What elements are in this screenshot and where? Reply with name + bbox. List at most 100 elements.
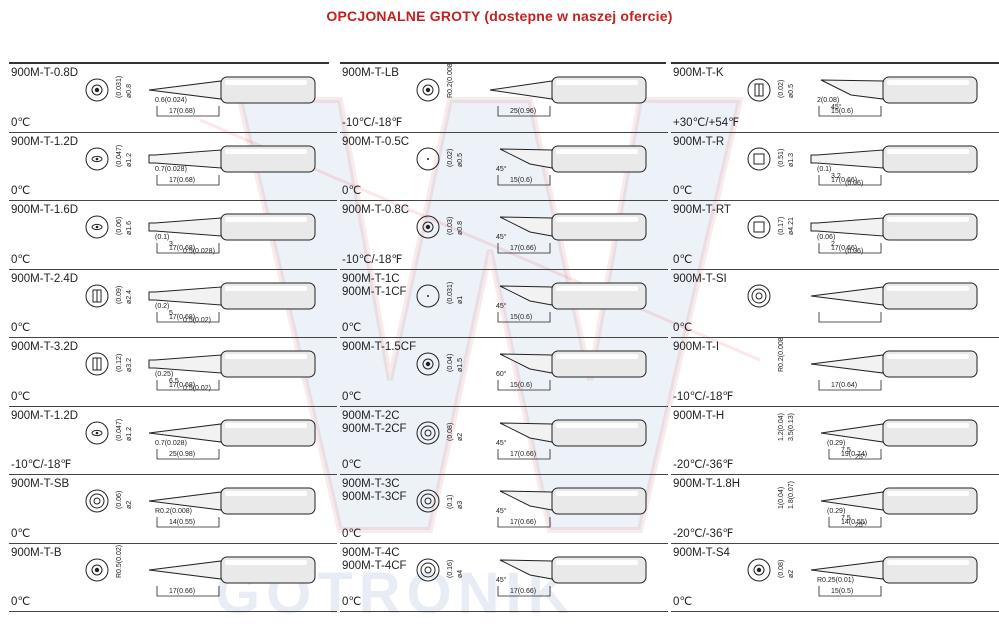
dimension-label: 2 — [831, 241, 835, 248]
dimension-label: ø1.2 — [126, 426, 133, 440]
temperature-offset: 0℃ — [342, 185, 362, 197]
tip-front-view — [85, 489, 109, 513]
dimension-label: R0.2(0.008) — [778, 338, 785, 372]
tip-model-name: 900M-T-3.2D — [11, 341, 79, 353]
dimension-label: ø1 — [457, 295, 464, 303]
tip-model-name: 900M-T-S4 — [673, 546, 730, 559]
tip-drawing: (0.047)ø1.20.7(0.028)17(0.68) — [85, 144, 316, 185]
tip-model-name: 900M-T-2.4D — [11, 272, 79, 285]
dimension-label: 17(0.66) — [510, 245, 536, 252]
dimension-label: 17(0.66) — [510, 451, 536, 458]
dimension-label: R0.2(0.008) — [155, 508, 192, 515]
tip-side-view — [499, 213, 647, 241]
dimension-label: 3 — [169, 241, 173, 248]
dimension-label: 0.7(0.028) — [155, 166, 187, 173]
dimension-label: 15(0.5) — [831, 588, 853, 595]
tip-model-name: 900M-T-1C 900M-T-1CF — [342, 272, 407, 298]
dimension-label: 17(0.64) — [831, 382, 857, 389]
temperature-offset: 0℃ — [11, 185, 31, 197]
dimension-label: ø2.4 — [126, 289, 133, 303]
tip-model-name: 900M-T-LB — [342, 67, 399, 79]
tip-drawing: R0.2(0.008) 17(0.64) — [778, 338, 978, 391]
tip-side-view — [148, 419, 316, 446]
tip-front-view — [416, 78, 440, 102]
dimension-label: (0.25) — [155, 371, 173, 378]
dimension-label: 15(0.6) — [510, 382, 532, 389]
tip-model-name: 900M-T-1.5CF — [342, 341, 417, 353]
dimension-label: (0.08) — [447, 422, 454, 440]
tip-model-name: 900M-T-3C 900M-T-3CF — [342, 478, 407, 503]
dimension-label: 45° — [831, 103, 842, 111]
dimension-label: 3.2 — [831, 173, 841, 180]
dimension-label: 45° — [496, 165, 507, 173]
dimension-label: 17(0.66) — [510, 519, 536, 526]
tip-drawing: (0.12)ø3.2(0.25)6.50.5(0.02)17(0.68) — [85, 350, 316, 392]
tip-front-view — [416, 489, 440, 513]
tip-cell: R0.2(0.008)17(0.64)900M-T-I-10℃/-18℉ — [671, 338, 999, 407]
dimension-label: 0.7(0.028) — [155, 440, 187, 447]
dimension-label: ø1.6 — [126, 221, 133, 235]
temperature-offset: 0℃ — [11, 116, 31, 129]
dimension-label: 19(0.74) — [841, 451, 867, 458]
column-top-rule — [9, 62, 329, 64]
tip-drawing: R0.2(0.008)25(0.96) — [416, 64, 647, 117]
dimension-label: (0.29) — [827, 440, 845, 447]
tip-side-view — [148, 213, 316, 241]
dimension-label: 14(0.55) — [841, 519, 867, 526]
dimension-label: (0.04) — [447, 354, 454, 372]
tip-drawing: (0.02)ø0.52(0.08)45°15(0.6) — [747, 76, 978, 117]
tip-drawing: (0.09)ø2.4(0.2)50.5(0.02)17(0.68) — [85, 282, 316, 324]
tip-front-view — [85, 78, 109, 102]
tip-model-name: 900M-T-1.8H — [673, 478, 741, 490]
tip-side-view — [820, 487, 978, 515]
dimension-label: (0.06) — [116, 217, 123, 235]
dimension-label: ø3.2 — [126, 358, 133, 372]
dimension-label: 17(0.68) — [169, 108, 195, 115]
dimension-label: (0.09) — [116, 285, 123, 303]
dimension-label: (0.1) — [447, 495, 454, 509]
tip-front-view — [416, 147, 440, 170]
tip-cell: R0.2(0.008)25(0.96)900M-T-LB-10℃/-18℉ — [340, 64, 668, 133]
dimension-label: ø4.21 — [788, 217, 795, 235]
dimension-label: 14(0.55) — [169, 519, 195, 526]
dimension-label: ø2 — [788, 569, 795, 577]
dimension-label: 15(0.6) — [510, 177, 532, 184]
column-top-rule — [340, 62, 666, 64]
dimension-label: 17(0.66) — [510, 588, 536, 595]
tip-model-name: 900M-T-1.2D — [11, 409, 79, 422]
tip-side-view — [810, 213, 978, 241]
dimension-label: (0.02) — [778, 80, 785, 98]
dimension-label: 1.2(0.04) — [778, 412, 785, 440]
temperature-offset: -10℃/-18℉ — [11, 459, 72, 471]
temperature-offset: 0℃ — [342, 322, 362, 334]
tip-side-view — [489, 76, 647, 104]
dimension-label: (0.17) — [778, 217, 785, 235]
dimension-label: 3.5(0.13) — [788, 412, 795, 440]
dimension-label: 45° — [496, 507, 507, 515]
tip-side-view — [499, 487, 647, 515]
tip-model-name: 900M-T-B — [11, 546, 62, 559]
dimension-label: (0.031) — [116, 76, 123, 98]
dimension-label: 15(0.6) — [510, 314, 532, 321]
tip-cell: (0.51)ø1.3(0.1)3.2(0.06)17(0.66)900M-T-R… — [671, 133, 999, 201]
tip-front-view — [85, 215, 109, 239]
dimension-label: 0.5(0.02) — [183, 317, 211, 324]
tip-side-view — [810, 556, 978, 583]
temperature-offset: 0℃ — [11, 322, 31, 334]
dimension-label: 1(0.04) — [778, 487, 785, 509]
column-top-rule — [671, 62, 999, 64]
temperature-offset: 0℃ — [342, 527, 362, 540]
